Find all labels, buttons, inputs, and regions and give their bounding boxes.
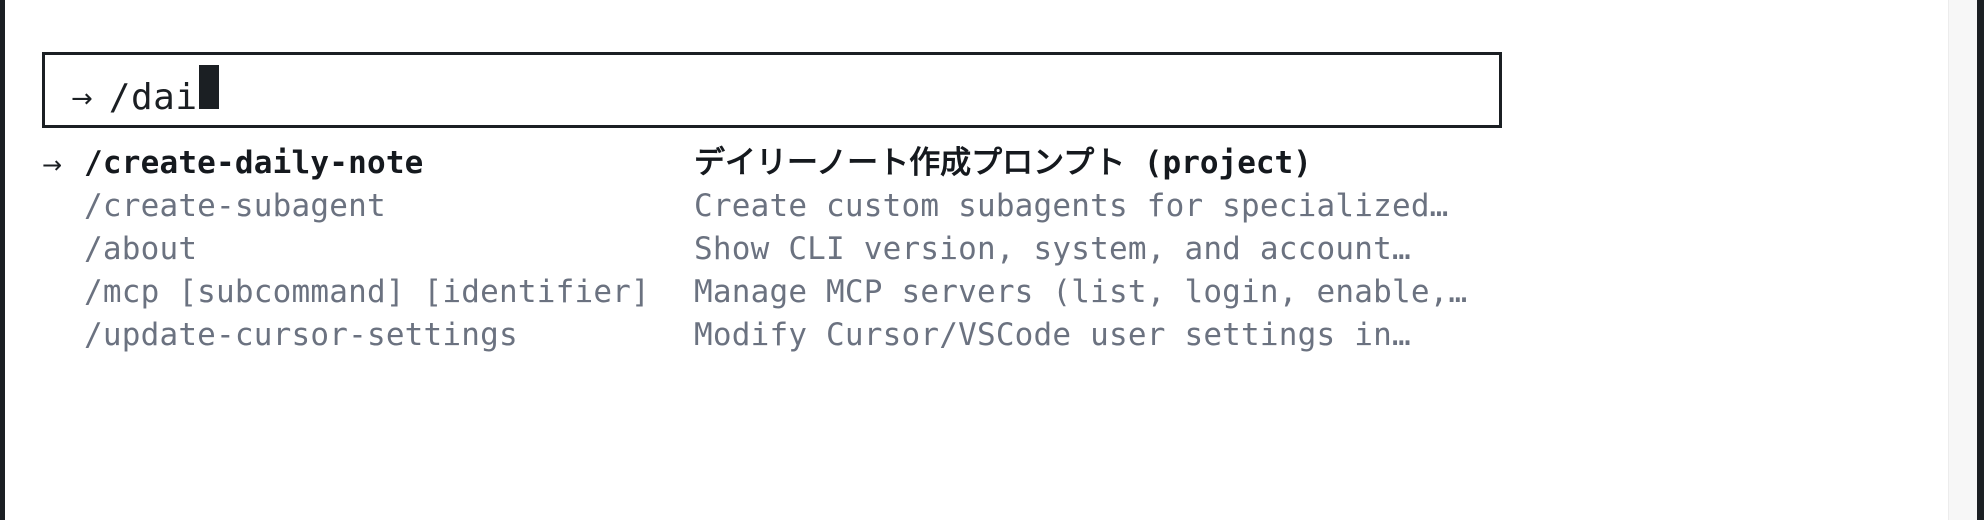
suggestion-command: /update-cursor-settings xyxy=(84,317,518,353)
prompt-input-inner: → /dai xyxy=(45,64,219,118)
suggestion-row[interactable]: /update-cursor-settings Modify Cursor/VS… xyxy=(42,320,1948,363)
text-cursor xyxy=(198,64,219,109)
slash-command-suggestion-list: → /create-daily-note デイリーノート作成プロンプト (pro… xyxy=(42,148,1948,363)
terminal-content: → /dai → /create-daily-note デイリーノート作成プロン… xyxy=(5,0,1948,520)
suggestion-description: Manage MCP servers (list, login, enable,… xyxy=(694,274,1468,310)
suggestion-command: /create-daily-note xyxy=(84,145,424,181)
suggestion-command: /create-subagent xyxy=(84,188,386,224)
suggestion-row[interactable]: /create-subagent Create custom subagents… xyxy=(42,191,1948,234)
suggestion-description: Modify Cursor/VSCode user settings in… xyxy=(694,317,1411,353)
scrollbar-gutter[interactable] xyxy=(1948,0,1977,520)
suggestion-description: デイリーノート作成プロンプト (project) xyxy=(694,145,1312,181)
suggestion-row[interactable]: /mcp [subcommand] [identifier] Manage MC… xyxy=(42,277,1948,320)
suggestion-row[interactable]: /about Show CLI version, system, and acc… xyxy=(42,234,1948,277)
suggestion-description: Create custom subagents for specialized… xyxy=(694,188,1449,224)
prompt-arrow-icon: → xyxy=(71,83,93,114)
prompt-input-value: /dai xyxy=(108,76,198,118)
window-left-edge xyxy=(0,0,5,520)
prompt-input-box[interactable]: → /dai xyxy=(42,52,1502,128)
suggestion-command: /about xyxy=(84,231,198,267)
suggestion-command: /mcp [subcommand] [identifier] xyxy=(84,274,650,310)
selection-arrow-icon: → xyxy=(42,151,63,179)
suggestion-row[interactable]: → /create-daily-note デイリーノート作成プロンプト (pro… xyxy=(42,148,1948,191)
suggestion-description: Show CLI version, system, and account… xyxy=(694,231,1411,267)
window-right-edge xyxy=(1977,0,1984,520)
